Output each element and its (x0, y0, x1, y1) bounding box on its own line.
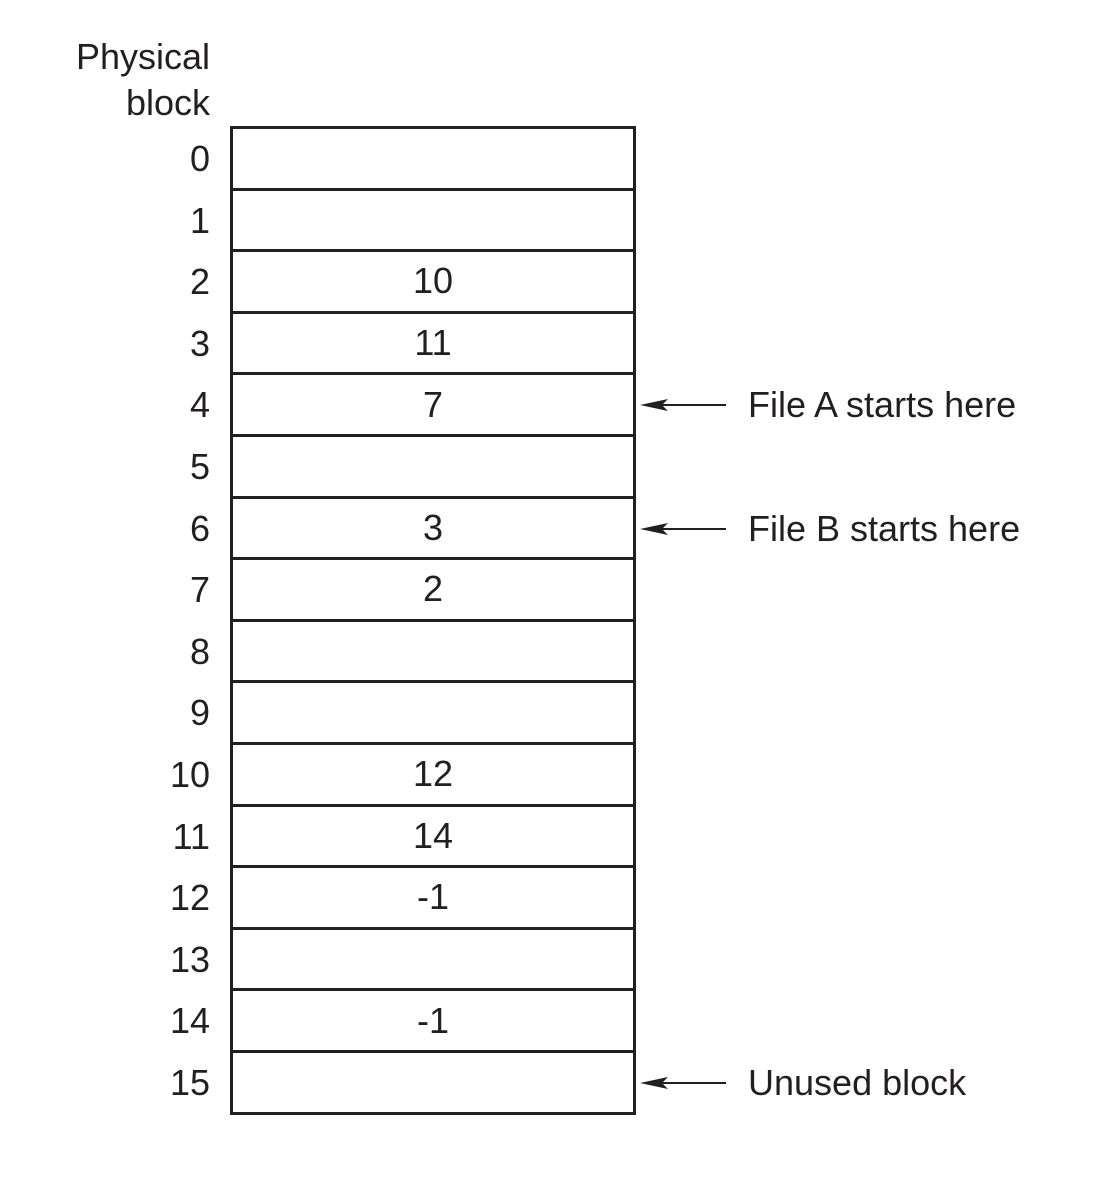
table-row (233, 930, 633, 992)
next-block-value: 2 (422, 568, 444, 610)
block-number-label: 0 (189, 138, 210, 179)
row-annotation: File B starts here (640, 498, 1020, 560)
next-block-value (233, 930, 633, 989)
next-block-value: 7 (422, 383, 444, 425)
table-row: 3 (233, 499, 633, 561)
block-number-label: 1 (189, 199, 210, 241)
table-row (233, 622, 633, 684)
table-row: 2 (233, 560, 633, 622)
table-row (233, 437, 633, 499)
next-block-value (233, 622, 633, 681)
next-block-value: -1 (416, 876, 449, 918)
next-block-value (233, 191, 633, 250)
block-number-label: 15 (169, 1062, 210, 1103)
annotation-text: Unused block (748, 1062, 967, 1103)
table-row: 14 (233, 807, 633, 869)
annotation-text: File A starts here (748, 384, 1017, 426)
block-number-label: 2 (189, 261, 210, 303)
header-line-2: block (125, 82, 210, 123)
table-row: -1 (233, 868, 633, 930)
next-block-value: 12 (412, 753, 454, 795)
block-number-label: 8 (189, 630, 210, 672)
file-allocation-table: 10 11 7 3 2 12 14 -1 -1 (230, 126, 636, 1115)
row-annotation: File A starts here (640, 374, 1016, 436)
table-row: 10 (233, 252, 633, 314)
block-number-label: 14 (169, 1000, 210, 1042)
next-block-value: 14 (412, 814, 454, 856)
next-block-value: 3 (422, 506, 444, 548)
block-number-label: 7 (189, 569, 210, 611)
next-block-value (233, 129, 633, 188)
block-number-label: 12 (169, 877, 210, 919)
header-line-1: Physical (75, 36, 210, 77)
next-block-value: 11 (414, 322, 452, 364)
block-number-label: 5 (189, 446, 210, 487)
next-block-value (233, 683, 633, 742)
next-block-value: 10 (412, 260, 454, 302)
table-row (233, 1053, 633, 1115)
table-row (233, 683, 633, 745)
next-block-value: -1 (416, 999, 449, 1041)
physical-block-header: Physical block (76, 34, 210, 126)
left-arrow-icon (640, 399, 726, 412)
block-number-label: 4 (189, 384, 210, 426)
annotation-text: File B starts here (748, 507, 1021, 549)
next-block-value (233, 1053, 633, 1112)
table-row: 11 (233, 314, 633, 376)
block-number-label: 9 (189, 692, 210, 734)
block-number-label: 3 (189, 322, 210, 364)
block-number-label: 11 (172, 815, 210, 857)
block-number-label: 13 (169, 938, 210, 980)
block-number-label: 6 (189, 507, 210, 549)
table-row (233, 191, 633, 253)
row-annotation: Unused block (640, 1052, 966, 1114)
next-block-value (233, 437, 633, 496)
block-number-label: 10 (169, 754, 210, 795)
left-arrow-icon (640, 522, 726, 535)
table-row: 7 (233, 375, 633, 437)
table-row (233, 129, 633, 191)
table-row: 12 (233, 745, 633, 807)
left-arrow-icon (640, 1077, 726, 1089)
table-row: -1 (233, 991, 633, 1053)
